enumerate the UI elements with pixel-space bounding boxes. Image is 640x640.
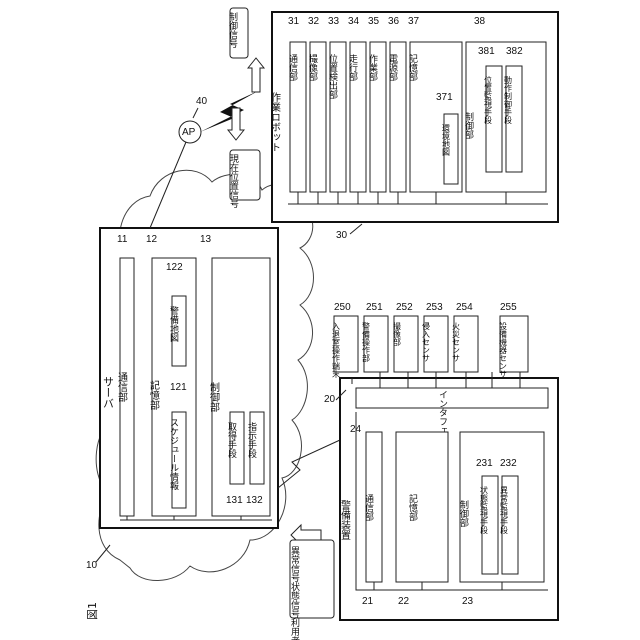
to-server-label: 異常信号状態信号利用者信号 — [289, 546, 300, 640]
terminals: 入退室操作端末 250 警備操作部 251 撮像部 252 侵入センサ 253 … — [332, 302, 529, 388]
schedule-info-ref: 121 — [170, 382, 187, 393]
security-map-ref: 122 — [166, 262, 183, 273]
terminal-camera-label: 撮像部 — [393, 321, 402, 347]
terminal-camera-ref: 252 — [396, 302, 413, 313]
device-comm-label: 通信部 — [363, 494, 374, 522]
acquire-means-ref: 131 — [226, 495, 243, 506]
schedule-info-label: スケジュール情報 — [168, 418, 179, 491]
server-storage-ref: 12 — [146, 234, 158, 245]
state-monitor-label: 状態監視手段 — [480, 485, 489, 535]
device-storage-unit — [396, 432, 448, 582]
state-monitor-ref: 231 — [476, 458, 493, 469]
terminal-fire-sensor-label: 火災センサ — [452, 322, 461, 362]
position-signal-label: 現在位置信号 — [228, 154, 239, 209]
motion-control-label: 動作制御手段 — [504, 76, 513, 125]
robot-unit-position-label: 位置検出部 — [327, 53, 338, 100]
robot-unit-travel-label: 走行部 — [347, 54, 358, 82]
device-comm-ref: 21 — [362, 596, 374, 607]
server-storage-label: 記憶部 — [148, 379, 160, 411]
motion-control-ref: 382 — [506, 46, 523, 57]
terminal-equipment-sensor-ref: 255 — [500, 302, 517, 313]
control-signal-label: 制御信号 — [227, 11, 238, 49]
robot-unit-camera-ref: 32 — [308, 16, 320, 27]
security-device: 20 警備装置 インタフェース部 24 通信部 21 記憶部 22 制御部 23… — [324, 378, 558, 620]
device-control-label: 制御部 — [458, 499, 469, 528]
terminal-access-operation-label: 入退室操作端末 — [332, 322, 341, 379]
control-signal-arrow — [248, 58, 264, 92]
interface-unit — [356, 388, 548, 408]
figure-label: 図1 — [86, 602, 99, 620]
device-title: 警備装置 — [339, 499, 351, 540]
device-storage-label: 記憶部 — [407, 493, 418, 522]
position-monitor-ref: 381 — [478, 46, 495, 57]
server: 10 サーバ 通信部 11 記憶部 12 スケジュール情報 121 警備地図 1… — [86, 228, 278, 571]
instruct-means-label: 指示手段 — [246, 421, 257, 459]
server-signals: 異常信号状態信号利用者信号 — [289, 525, 334, 640]
robot-unit-travel-ref: 34 — [348, 16, 360, 27]
robot-storage-ref: 37 — [408, 16, 420, 27]
anomaly-monitor-label: 異常監視手段 — [500, 486, 509, 535]
terminal-security-operation-ref: 251 — [366, 302, 383, 313]
ap-ref: 40 — [196, 96, 208, 107]
ap-label: AP — [182, 127, 196, 138]
security-map-label: 警備地図 — [168, 305, 179, 343]
env-map-ref: 371 — [436, 92, 453, 103]
terminal-intrusion-sensor-label: 侵入センサ — [422, 321, 431, 362]
server-control-label: 制御部 — [208, 381, 220, 413]
instruct-means-ref: 132 — [246, 495, 263, 506]
env-map-label: 環境地図 — [442, 124, 451, 157]
acquire-means-label: 取得手段 — [226, 422, 237, 459]
terminal-equipment-sensor-label: 設備機器センサ — [499, 321, 508, 378]
anomaly-monitor-ref: 232 — [500, 458, 517, 469]
server-control-ref: 13 — [200, 234, 212, 245]
robot-ref: 30 — [336, 230, 348, 241]
robot-control-label: 制御部 — [463, 111, 474, 140]
server-comm-label: 通信部 — [116, 372, 128, 403]
device-storage-ref: 22 — [398, 596, 410, 607]
position-monitor-label: 位置監視手段 — [484, 75, 493, 125]
device-ref: 20 — [324, 394, 336, 405]
robot-unit-power-label: 電源部 — [387, 54, 398, 82]
robot-storage-label: 記憶部 — [407, 53, 418, 82]
robot-unit-position-ref: 33 — [328, 16, 340, 27]
robot-control-ref: 38 — [474, 16, 486, 27]
terminal-security-operation-label: 警備操作部 — [362, 321, 371, 363]
server-comm-ref: 11 — [117, 234, 128, 245]
terminal-fire-sensor-ref: 254 — [456, 302, 473, 313]
robot-unit-power-ref: 36 — [388, 16, 400, 27]
robot-unit-work-label: 作業部 — [367, 53, 378, 82]
robot-title: 作業ロボット — [269, 92, 281, 152]
terminal-access-operation-ref: 250 — [334, 302, 351, 313]
robot-unit-work-ref: 35 — [368, 16, 380, 27]
robot-unit-comm-ref: 31 — [288, 16, 300, 27]
server-title: サーバ — [102, 376, 115, 409]
device-control-ref: 23 — [462, 596, 474, 607]
wireless-bolt — [200, 90, 260, 132]
robot-signals: 制御信号 現在位置信号 — [227, 8, 264, 209]
robot-unit-camera-label: 撮像部 — [307, 53, 318, 82]
work-robot: 作業ロボット 30 通信部 31 撮像部 32 位置検出部 33 走行部 34 … — [269, 12, 559, 241]
robot-unit-comm-label: 通信部 — [287, 54, 298, 82]
terminal-intrusion-sensor-ref: 253 — [426, 302, 443, 313]
